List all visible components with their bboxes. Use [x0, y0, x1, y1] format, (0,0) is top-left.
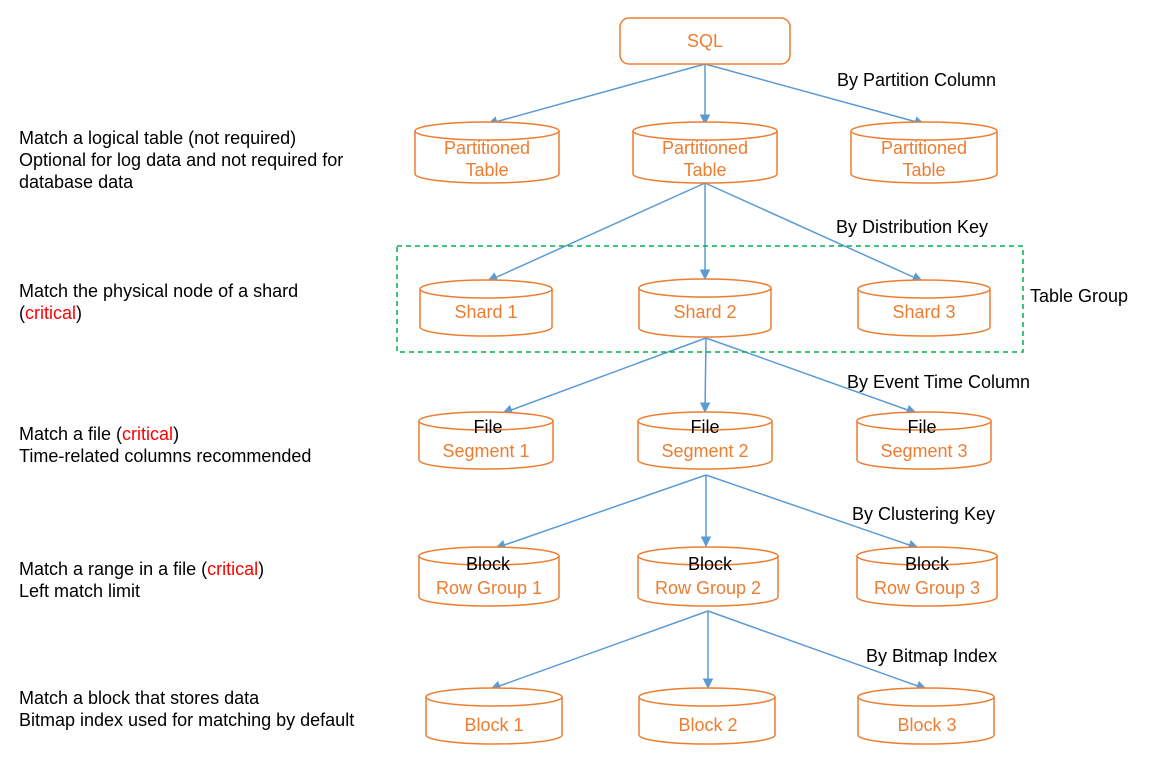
block-1-cylinder: [425, 687, 563, 745]
desc-table-line3: database data: [19, 172, 134, 192]
desc-range-suffix: ): [258, 559, 265, 579]
shard-2-cylinder: [638, 278, 772, 338]
edge-table-shard-1: [487, 182, 706, 282]
rowgroup-3-top: Block: [905, 554, 950, 574]
edge-label-distribution: By Distribution Key: [836, 217, 988, 237]
desc-range-critical: critical: [207, 559, 259, 579]
segment-1-top: File: [473, 417, 502, 437]
desc-shard-close: ): [76, 303, 83, 323]
desc-file-prefix: Match a file (: [19, 424, 123, 444]
segment-1-label: Segment 1: [442, 441, 529, 461]
table-1-line1: Partitioned: [444, 138, 530, 158]
edge-segment-rowgroup-1: [495, 474, 707, 550]
segment-1-cylinder: [418, 411, 554, 470]
desc-file-critical: critical: [122, 424, 174, 444]
edge-table-shard-3: [704, 182, 923, 282]
edge-shard-segment-3: [705, 337, 917, 415]
edges: [486, 63, 927, 691]
desc-file: Match a file (critical) Time-related col…: [19, 423, 311, 467]
table-2-line2: Table: [683, 160, 726, 180]
edge-sql-table-3: [704, 63, 926, 127]
edge-shard-segment-2: [699, 337, 711, 414]
desc-table-line2: Optional for log data and not required f…: [19, 150, 344, 170]
block-3-label: Block 3: [897, 715, 956, 735]
rowgroup-1-top: Block: [466, 554, 511, 574]
edge-segment-rowgroup-3: [705, 474, 919, 550]
rowgroup-2-cylinder: [637, 546, 779, 607]
desc-file-line1: Match a file (critical): [19, 423, 311, 445]
rowgroup-1-cylinder: [418, 546, 560, 607]
table-2-cylinder: [632, 121, 778, 184]
desc-block-line1: Match a block that stores data: [19, 688, 260, 708]
rowgroup-2-label: Row Group 2: [655, 578, 761, 598]
desc-table-line1: Match a logical table (not required): [19, 128, 297, 148]
desc-range: Match a range in a file (critical) Left …: [19, 558, 264, 602]
shard-3-cylinder: [857, 279, 991, 337]
desc-file-line2: Time-related columns recommended: [19, 446, 312, 466]
shard-1-label: Shard 1: [454, 302, 517, 322]
segment-2-top: File: [690, 417, 719, 437]
table-2-line1: Partitioned: [662, 138, 748, 158]
table-group-box: [396, 245, 1024, 353]
desc-block-line2: Bitmap index used for matching by defaul…: [19, 710, 355, 730]
desc-table: Match a logical table (not required) Opt…: [19, 127, 343, 193]
sql-label: SQL: [687, 31, 723, 51]
edge-label-event-time: By Event Time Column: [847, 372, 1030, 392]
table-3-cylinder: [850, 121, 998, 184]
desc-block: Match a block that stores data Bitmap in…: [19, 687, 354, 731]
desc-range-prefix: Match a range in a file (: [19, 559, 208, 579]
desc-shard-line2: (critical): [19, 302, 298, 324]
table-3-line2: Table: [902, 160, 945, 180]
table-3-line1: Partitioned: [881, 138, 967, 158]
segment-2-label: Segment 2: [661, 441, 748, 461]
shard-2-label: Shard 2: [673, 302, 736, 322]
desc-range-line2: Left match limit: [19, 581, 141, 601]
desc-shard: Match the physical node of a shard (crit…: [19, 280, 298, 324]
edge-rowgroup-block-3: [707, 610, 927, 691]
desc-range-line1: Match a range in a file (critical): [19, 558, 264, 580]
block-1-label: Block 1: [464, 715, 523, 735]
desc-shard-line1: Match the physical node of a shard: [19, 281, 299, 301]
rowgroup-3-label: Row Group 3: [874, 578, 980, 598]
segment-3-top: File: [907, 417, 936, 437]
edge-sql-table-1: [486, 63, 706, 127]
edge-label-partition: By Partition Column: [837, 70, 996, 90]
desc-shard-critical: critical: [25, 303, 77, 323]
shard-1-cylinder: [419, 279, 553, 337]
block-2-label: Block 2: [678, 715, 737, 735]
shard-3-label: Shard 3: [892, 302, 955, 322]
desc-file-suffix: ): [173, 424, 180, 444]
table-group-label: Table Group: [1030, 286, 1128, 306]
segment-2-cylinder: [637, 411, 773, 470]
rowgroup-1-label: Row Group 1: [436, 578, 542, 598]
block-3-cylinder: [857, 687, 995, 745]
edge-shard-segment-1: [502, 337, 707, 415]
desc-shard-open: (: [19, 303, 25, 323]
edge-label-clustering: By Clustering Key: [852, 504, 995, 524]
edge-label-bitmap: By Bitmap Index: [866, 646, 997, 666]
cylinder-nodes: [414, 121, 998, 745]
block-2-cylinder: [638, 687, 776, 745]
segment-3-cylinder: [856, 411, 992, 470]
sql-node: SQL: [619, 17, 791, 65]
table-1-cylinder: [414, 121, 560, 184]
segment-3-label: Segment 3: [880, 441, 967, 461]
rowgroup-2-top: Block: [688, 554, 733, 574]
table-1-line2: Table: [465, 160, 508, 180]
edge-rowgroup-block-1: [490, 610, 709, 691]
rowgroup-3-cylinder: [856, 546, 998, 607]
